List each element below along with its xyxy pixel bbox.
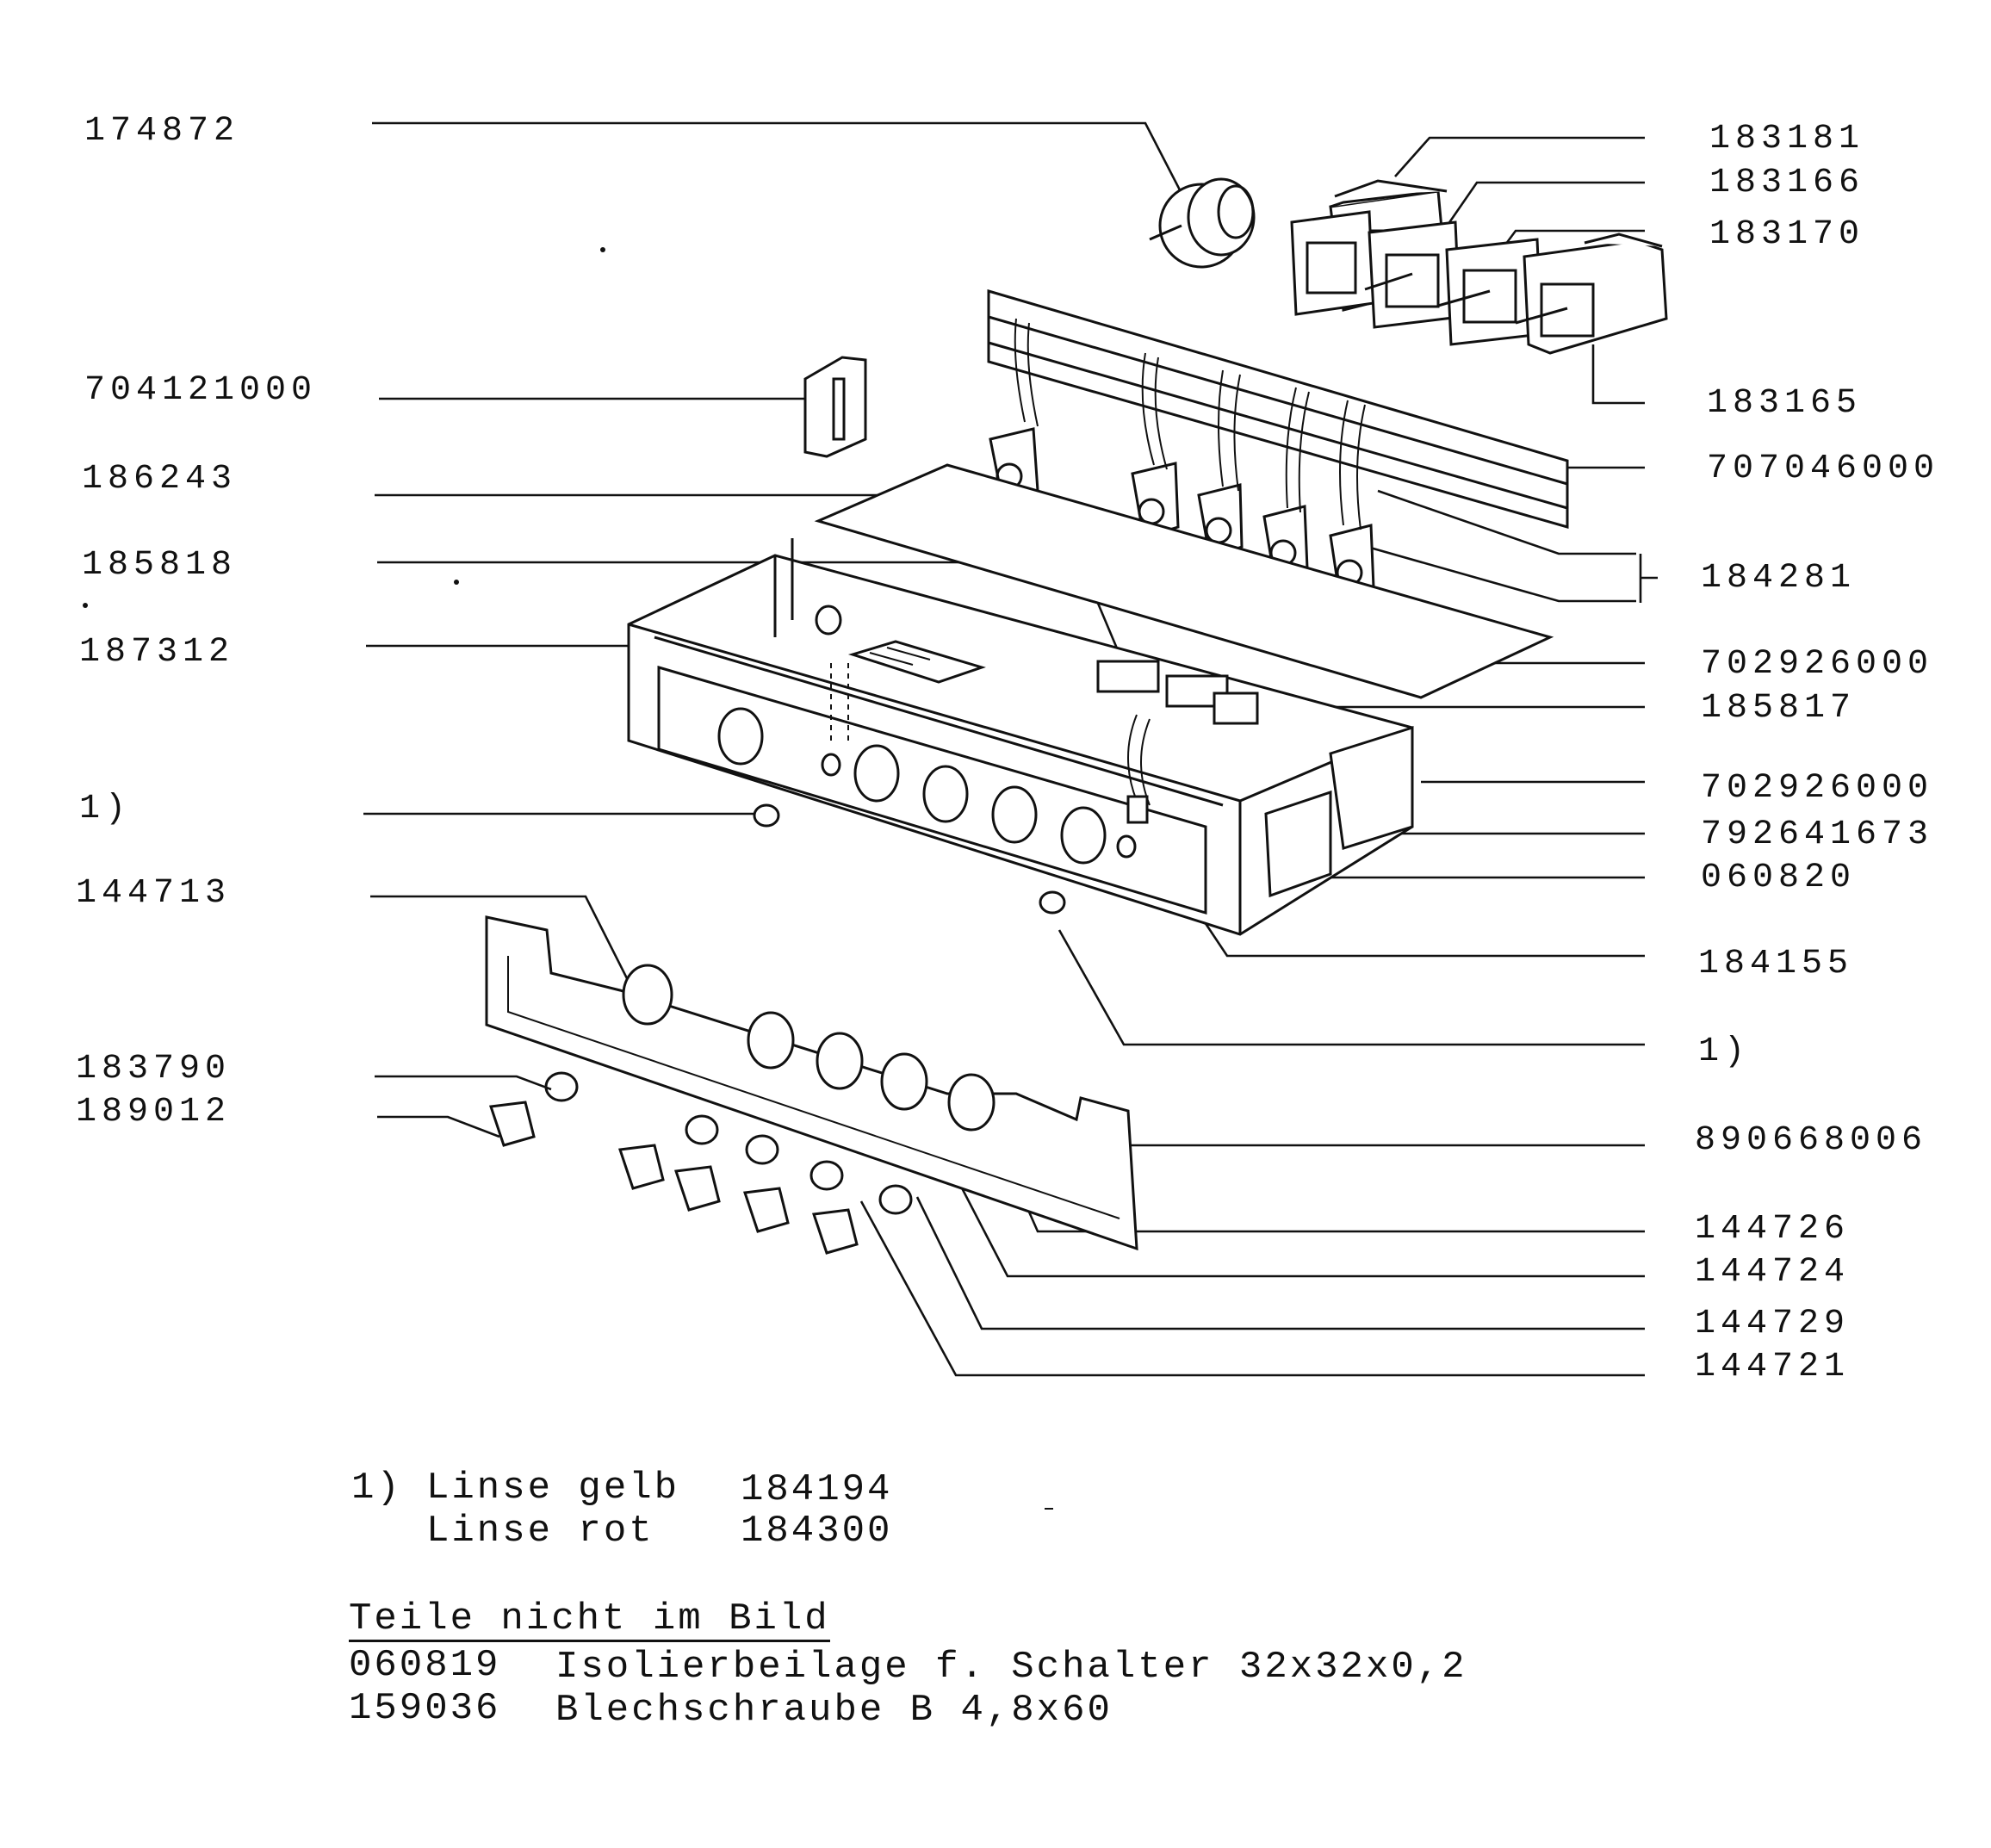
leader-1-right — [1058, 929, 1645, 1046]
indicator-lenses — [753, 803, 1066, 915]
mounting-rail — [987, 288, 1569, 529]
not-shown-number: 060819 — [349, 1644, 501, 1687]
cover-plate — [814, 463, 1554, 699]
rotary-switches — [1290, 179, 1668, 355]
callout-label: 183165 — [1707, 384, 1863, 423]
leader-184281-b — [1351, 541, 1636, 603]
bracket-704121000 — [803, 356, 867, 458]
callout-label: 184281 — [1701, 559, 1857, 598]
leader-189012 — [377, 1115, 500, 1138]
callout-label: 890668006 — [1695, 1121, 1928, 1160]
not-shown-description: Isolierbeilage f. Schalter 32x32x0,2 — [555, 1646, 1467, 1689]
leader-144721 — [859, 1200, 1645, 1377]
callout-label: 704121000 — [84, 371, 318, 410]
callout-label: 185817 — [1701, 689, 1857, 728]
callout-label: 187312 — [79, 633, 235, 672]
callout-label: 183790 — [76, 1050, 232, 1088]
callout-label: 183166 — [1709, 164, 1865, 202]
callout-label: 183181 — [1709, 120, 1865, 158]
callout-label: 186243 — [82, 460, 238, 499]
callout-label: 183170 — [1709, 215, 1865, 254]
dial-plates — [622, 964, 996, 1132]
callout-label: 792641673 — [1701, 815, 1934, 854]
footnote-lens-name: Linse gelb — [426, 1467, 680, 1510]
callout-label: 707046000 — [1707, 450, 1940, 488]
leader-183165 — [1591, 344, 1645, 405]
leader-184281-a — [1377, 489, 1636, 555]
connectors-185817 — [1096, 660, 1259, 824]
speckles — [83, 247, 1053, 1510]
callout-label: 1) — [1698, 1033, 1751, 1071]
callout-label: 144724 — [1695, 1253, 1851, 1292]
callout-label: 1) — [79, 790, 132, 828]
footnote-lens-name: Linse rot — [426, 1510, 654, 1553]
leader-144729 — [915, 1196, 1645, 1330]
callout-label: 184155 — [1698, 945, 1854, 983]
callout-label: 060820 — [1701, 859, 1857, 897]
callout-label: 174872 — [84, 112, 240, 151]
leader-144713 — [370, 895, 635, 991]
callout-label: 702926000 — [1701, 769, 1934, 808]
footnote-marker: 1) — [351, 1467, 402, 1510]
timer-motor — [1149, 177, 1256, 269]
callout-label: 144721 — [1695, 1348, 1851, 1386]
not-shown-heading: Teile nicht im Bild — [349, 1597, 830, 1642]
footnote-lens-number: 184300 — [741, 1510, 893, 1553]
terminal-block-187312 — [830, 640, 986, 741]
callout-label: 702926000 — [1701, 645, 1934, 684]
leader-183166 — [1441, 181, 1645, 233]
callout-label: 144726 — [1695, 1210, 1851, 1249]
leader-183790 — [375, 1075, 552, 1091]
control-panel-housing — [627, 538, 1414, 936]
callout-label: 189012 — [76, 1093, 232, 1132]
callout-label: 185818 — [82, 546, 238, 585]
not-shown-number: 159036 — [349, 1687, 501, 1730]
leader-174872 — [372, 121, 1190, 208]
callout-label: 144713 — [76, 874, 232, 913]
not-shown-description: Blechschraube B 4,8x60 — [555, 1689, 1113, 1732]
leader-183181 — [1394, 136, 1645, 177]
knobs-and-springs — [488, 1071, 913, 1255]
front-panel-890668006 — [485, 915, 1138, 1251]
callout-label: 144729 — [1695, 1305, 1851, 1343]
footnote-lens-number: 184194 — [741, 1468, 893, 1511]
